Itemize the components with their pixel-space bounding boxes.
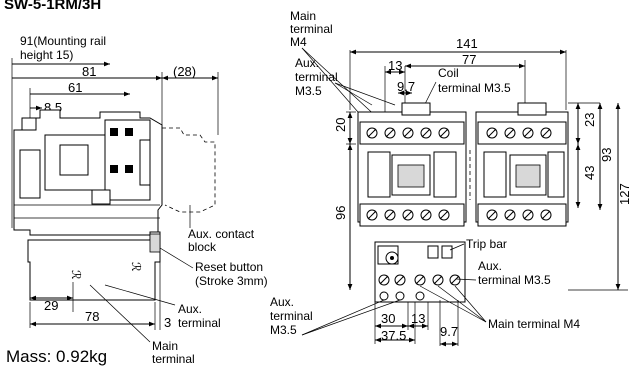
side-view: 91(Mounting rail height 15) 81 (28) 61 8… [11,34,268,366]
aux-terminal-bottom-leader-1 [301,299,385,336]
side-screw-4 [125,165,133,173]
main-terminal-side-label-line2: terminal [152,352,195,366]
top-terminal-row-left [359,121,465,145]
relay-terminal-row [378,274,461,301]
main-terminal-m4-bottom-label: Main terminal M4 [488,317,580,331]
front-left-indicator-inner [397,164,425,188]
aux-terminal-m35-label-line2: terminal [295,70,338,84]
main-terminal-side-leader [89,284,151,343]
mounting-rail-label-line1: 91(Mounting rail [20,34,106,48]
dim-3-label: 3 [164,315,171,330]
main-terminal-m4-leader-1 [301,47,366,121]
aux-terminal-bottom-label-line1: Aux. [270,295,294,309]
main-terminal-m4-label-line3: M4 [290,35,307,49]
dim-29-label: 29 [44,298,58,313]
front-left-window-2 [433,151,457,198]
aux-terminal-m35-label-line3: M3.5 [295,84,322,98]
side-top-clip [21,117,37,131]
dim-81-label: 81 [82,64,96,79]
dim-141-label: 141 [456,36,478,51]
trip-bar-label: Trip bar [466,237,507,251]
aux-terminal-right-label-line2: terminal M3.5 [478,273,551,287]
dim-127-label: 127 [617,183,632,205]
top-terminal-row-right [477,121,567,145]
coil-terminal-block [401,102,431,116]
coil-terminal-block-right [517,102,547,116]
aux-terminal-side-label-line1: Aux. [178,302,202,316]
side-lower-block [91,189,111,205]
aux-terminal-right-leader [455,278,477,281]
dim-43-label: 43 [582,166,597,180]
reset-button-label-line1: Reset button [195,260,263,274]
dim-9-7-top-label: 9.7 [397,79,415,94]
dim-61-label: 61 [68,80,82,95]
relay-side-marking-1: ℛ [69,270,83,280]
main-terminal-m4-label-line2: terminal [290,22,333,36]
reset-button-label-line2: (Stroke 3mm) [195,274,268,288]
dim-20-label: 20 [333,118,348,132]
aux-terminal-bottom-label-line2: terminal [270,309,313,323]
dim-28-label: (28) [173,64,196,79]
dim-9-7-bottom-label: 9.7 [440,324,458,339]
front-right-indicator-inner [515,164,541,188]
dim-93-label: 93 [599,148,614,162]
aux-terminal-m35-label-line1: Aux. [295,56,319,70]
main-terminal-m4-label-line1: Main [290,9,316,23]
coil-terminal-leader [424,81,437,105]
side-screw-3 [110,165,118,173]
side-screw-2 [125,128,133,136]
front-right-window-1 [483,151,507,198]
reset-button-leader [159,247,194,269]
bottom-terminal-row-left [359,203,465,227]
dim-13-bottom-label: 13 [411,311,425,326]
main-terminal-bottom-leader-2 [437,285,487,323]
reset-button-side [149,233,161,253]
aux-contact-block-outline [162,127,216,213]
trip-bar-leader [449,243,465,251]
front-right-window-2 [547,151,565,198]
front-view: Main terminal M4 Aux. terminal M3.5 141 … [270,9,632,347]
dim-77-label: 77 [462,52,476,67]
bottom-terminal-row-right [477,203,567,227]
main-terminal-side-label-line1: Main [152,339,178,353]
dim-96-label: 96 [333,206,348,220]
aux-terminal-bottom-label-line3: M3.5 [270,323,297,337]
aux-contact-block-label-line1: Aux. contact [188,227,255,241]
coil-terminal-label-line1: Coil [438,66,459,80]
side-inner-block [59,144,89,176]
side-coil-block [19,149,41,199]
side-screw-1 [110,128,118,136]
reset-dial-center [390,256,394,260]
dim-13-top-label: 13 [388,58,402,73]
dim-78-label: 78 [85,309,99,324]
dim-30-label: 30 [381,311,395,326]
aux-terminal-side-leader [104,284,176,306]
relay-side-marking-2: ℛ [129,262,143,272]
main-terminal-bottom-leader-1 [419,285,487,323]
front-left-window-1 [367,151,391,198]
aux-terminal-side-label-line2: terminal [178,316,221,330]
trip-bar-2 [441,245,453,259]
dim-37-5-label: 37.5 [381,328,406,343]
coil-terminal-label-line2: terminal M3.5 [438,81,511,95]
aux-terminal-right-label-line1: Aux. [478,259,502,273]
side-latch [139,139,151,186]
aux-contact-block-label-line2: block [188,240,217,254]
aux-terminal-bottom-leader-2 [301,299,401,336]
drawing-title: SW-5-1RM/3H [4,0,101,13]
dim-23-label: 23 [582,113,597,127]
aux-terminal-m35-leader-1 [334,82,373,106]
aux-terminal-m35-leader-2 [334,82,396,106]
main-terminal-bottom-leader-3 [454,285,487,323]
main-terminal-m4-leader-2 [301,47,381,121]
mass-label: Mass: 0.92kg [6,347,107,366]
mounting-rail-label-line2: height 15) [20,48,73,62]
trip-bar [427,245,439,259]
